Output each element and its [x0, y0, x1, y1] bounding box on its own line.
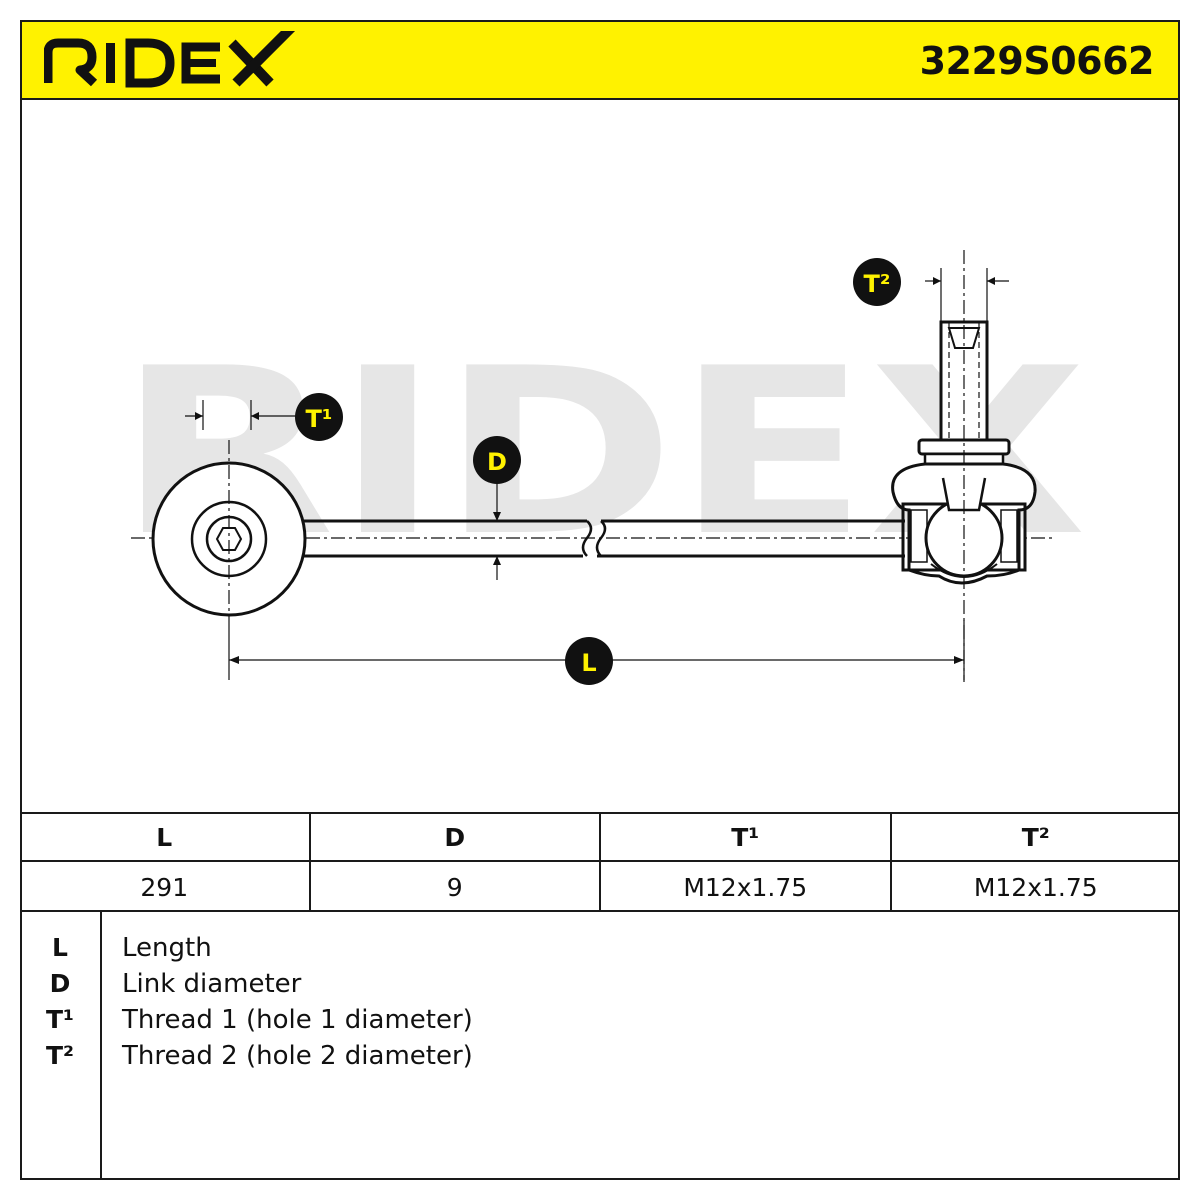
spec-header-l: L	[20, 814, 311, 860]
t1-marker-label: T¹	[306, 405, 333, 433]
legend: L Length D Link diameter T¹ Thread 1 (ho…	[20, 910, 1180, 1180]
spec-table-header-row: L D T¹ T²	[20, 814, 1180, 862]
header-bar: RIDEX 3229S0662	[20, 20, 1180, 100]
l-dimension	[228, 620, 965, 680]
legend-item: D Link diameter	[20, 966, 1120, 1002]
t2-marker: T²	[853, 258, 901, 306]
legend-text: Length	[122, 933, 212, 963]
spec-value-t2: M12x1.75	[973, 872, 1098, 902]
l-marker: L	[565, 637, 613, 685]
spec-value-l: 291	[20, 862, 311, 912]
legend-item: L Length	[20, 930, 1120, 966]
legend-key: D	[49, 969, 71, 998]
left-eye-joint	[151, 440, 307, 620]
t2-dimension	[925, 268, 1009, 322]
spec-header-t2: T²	[1021, 822, 1050, 852]
t2-marker-label: T²	[864, 270, 891, 298]
spec-value-t1: M12x1.75	[601, 862, 892, 912]
legend-text: Thread 2 (hole 2 diameter)	[122, 1041, 473, 1071]
spec-table-value-row: 291 9 M12x1.75 M12x1.75	[20, 862, 1180, 912]
legend-key: T²	[45, 1041, 74, 1070]
legend-item: T² Thread 2 (hole 2 diameter)	[20, 1038, 1120, 1074]
spec-value-d: 9	[311, 862, 601, 912]
part-number: 3229S0662	[919, 39, 1155, 83]
spec-table: L D T¹ T² 291 9 M12x1.75 M12x1.75	[20, 812, 1180, 912]
legend-item: T¹ Thread 1 (hole 1 diameter)	[20, 1002, 1120, 1038]
ridex-logo-mark	[44, 31, 296, 88]
t1-dimension	[185, 400, 297, 430]
spec-header-t1: T¹	[601, 814, 892, 860]
d-marker: D	[473, 436, 521, 484]
legend-key: L	[52, 933, 68, 962]
right-ball-joint	[891, 250, 1037, 682]
stabilizer-link-drawing: RIDEX	[117, 250, 1087, 685]
spec-header-d: D	[311, 814, 601, 860]
d-dimension	[493, 484, 501, 580]
legend-divider	[100, 912, 102, 1180]
d-marker-label: D	[487, 448, 507, 476]
l-marker-label: L	[581, 649, 596, 677]
t1-marker: T¹	[295, 393, 343, 441]
legend-key: T¹	[45, 1005, 74, 1034]
legend-text: Link diameter	[122, 969, 302, 999]
technical-drawing: RIDEX	[21, 100, 1179, 812]
link-rod	[303, 519, 905, 558]
ridex-logo: RIDEX	[44, 22, 304, 100]
legend-text: Thread 1 (hole 1 diameter)	[122, 1005, 473, 1035]
